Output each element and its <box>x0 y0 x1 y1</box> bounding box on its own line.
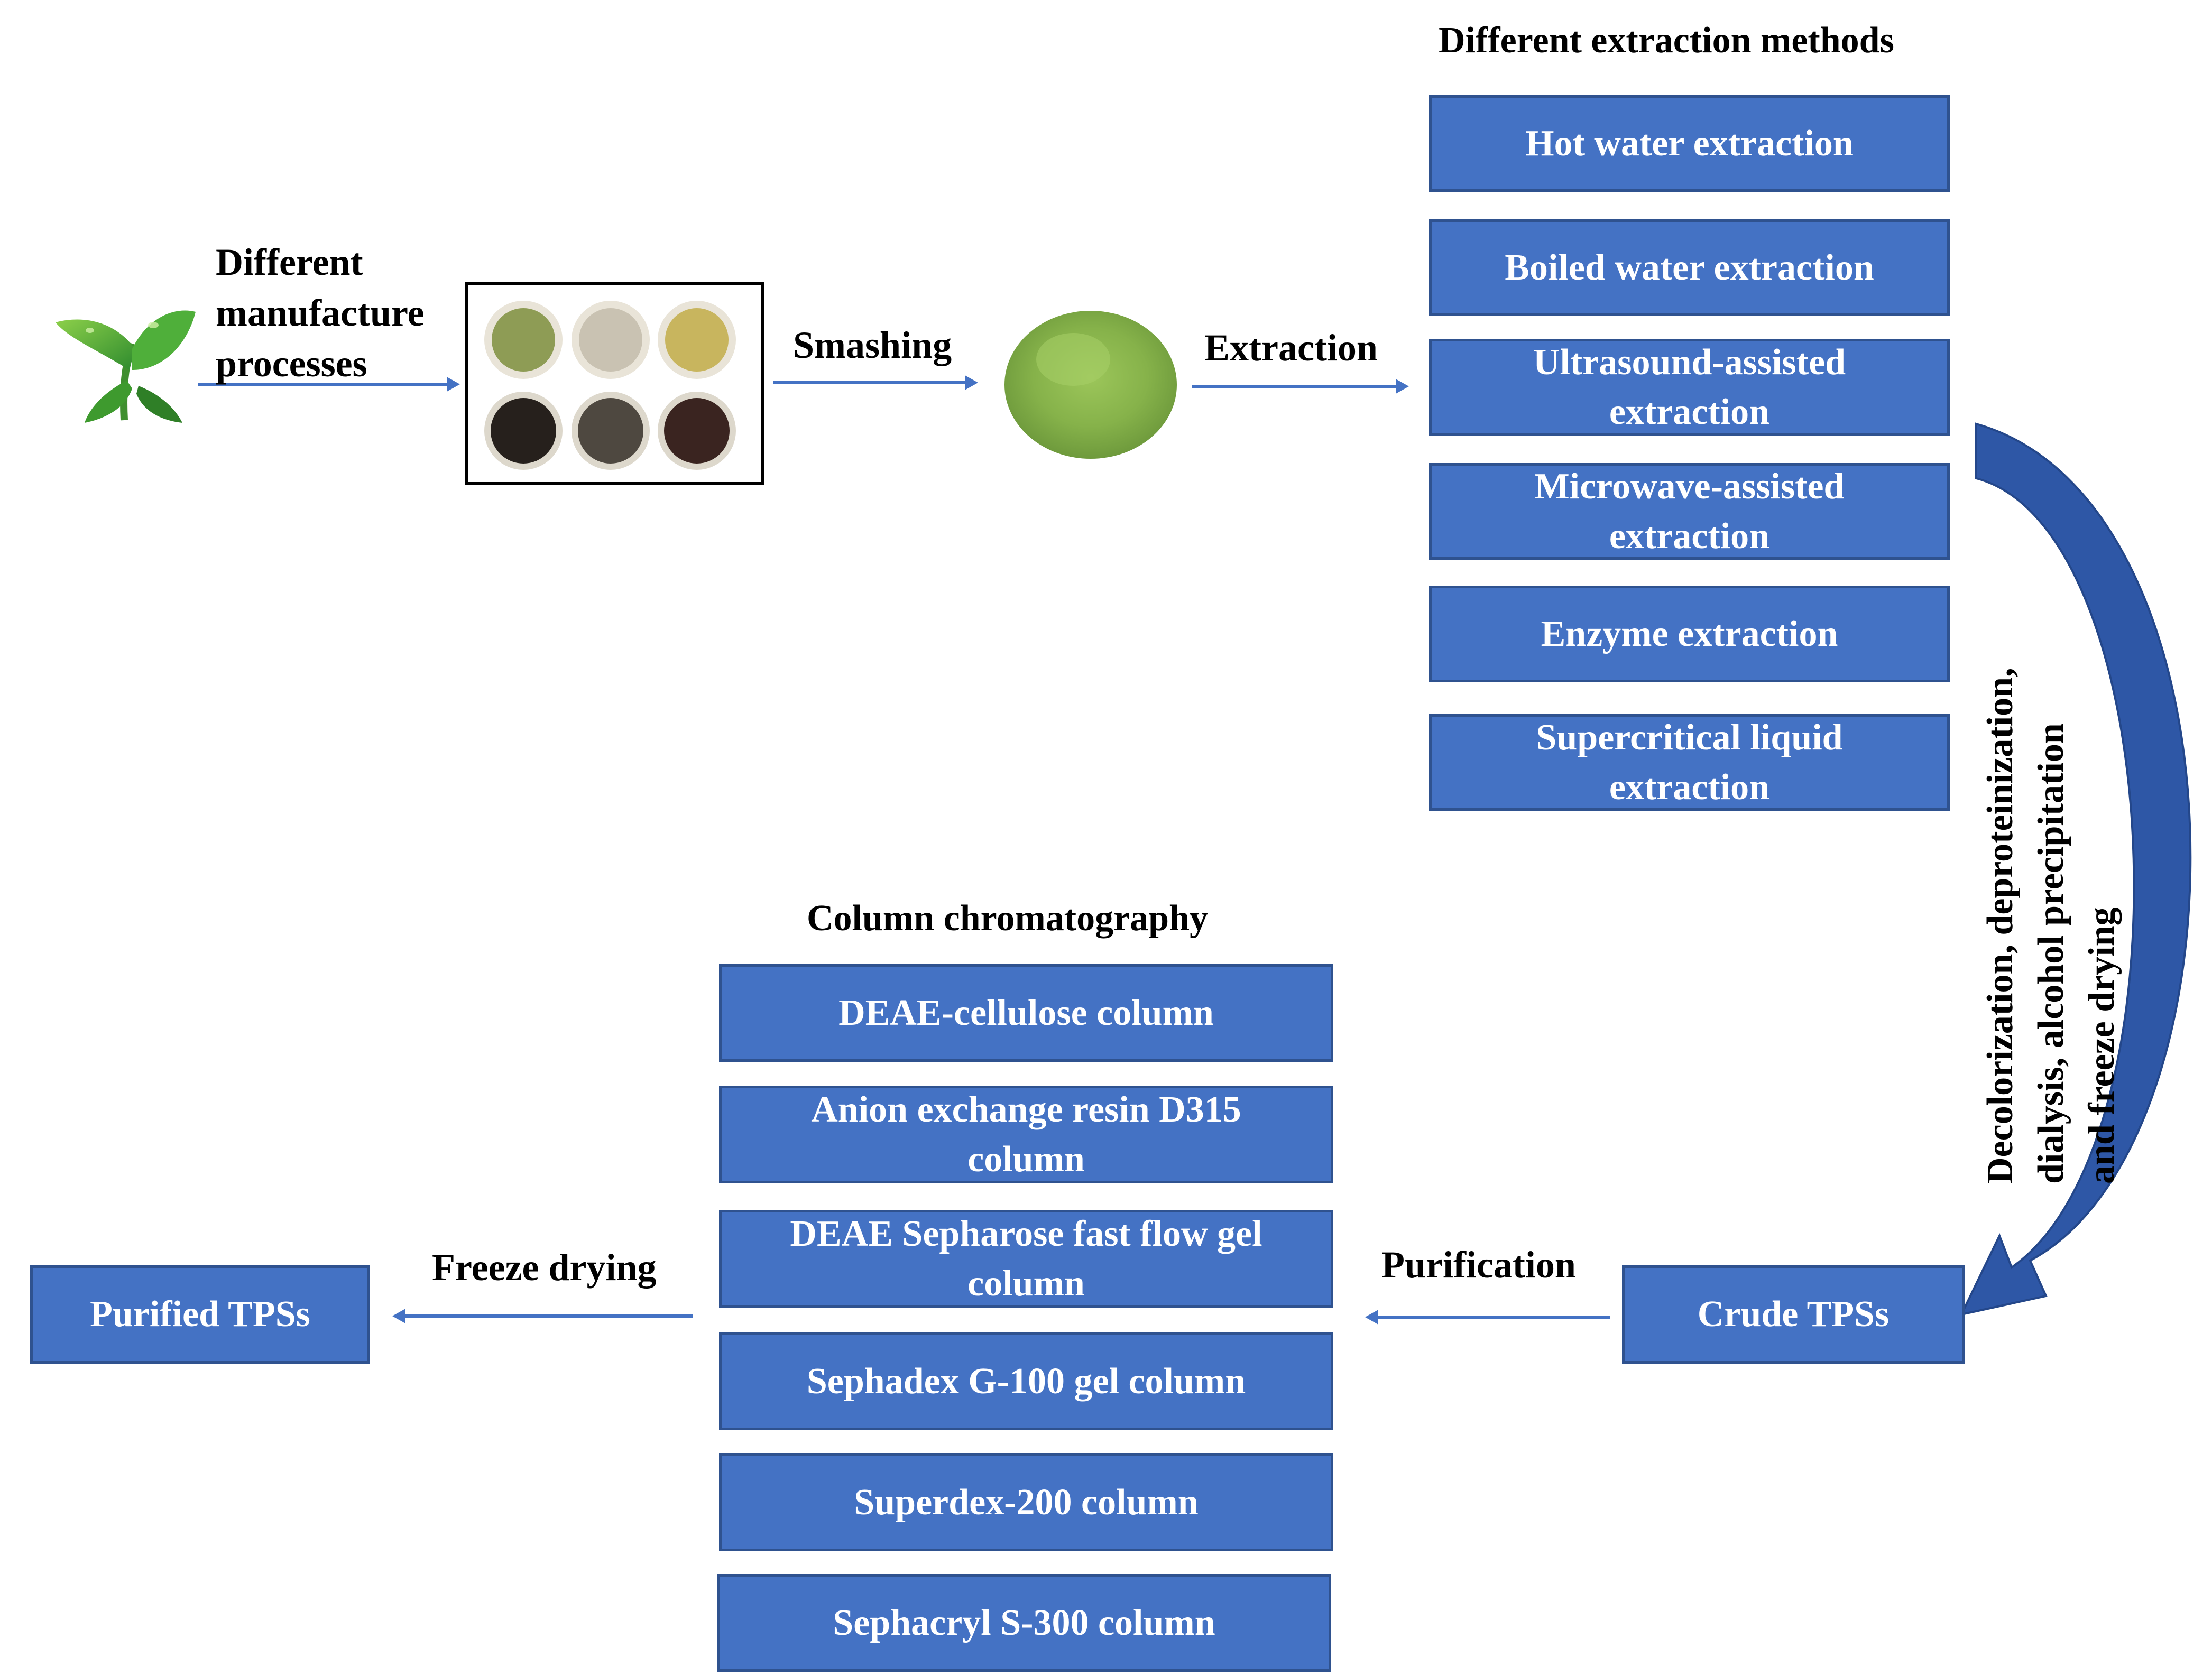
column-deae-cellulose: DEAE-cellulose column <box>719 964 1333 1062</box>
tea-samples-photo <box>465 282 764 485</box>
arrow-to-samples <box>198 377 460 392</box>
chromatography-title: Column chromatography <box>807 898 1209 939</box>
arrow-to-powder <box>773 375 978 390</box>
arrow-to-chromatography <box>1365 1310 1610 1325</box>
column-superdex: Superdex-200 column <box>719 1453 1333 1551</box>
column-sephadex: Sephadex G-100 gel column <box>719 1332 1333 1430</box>
method-boiled-water: Boiled water extraction <box>1429 219 1950 316</box>
method-hot-water: Hot water extraction <box>1429 95 1950 192</box>
smashing-label: Smashing <box>793 324 952 366</box>
method-enzyme: Enzyme extraction <box>1429 586 1950 682</box>
tea-leaf-icon <box>56 310 196 423</box>
purification-label: Purification <box>1381 1244 1576 1286</box>
column-sephacryl: Sephacryl S-300 column <box>717 1574 1331 1672</box>
arrow-to-purified <box>392 1309 693 1323</box>
extraction-label: Extraction <box>1204 327 1378 369</box>
tea-powder-photo <box>1004 311 1177 459</box>
arrow-to-extraction-methods <box>1192 379 1409 394</box>
manufacture-label: Different manufacture processes <box>216 241 425 385</box>
curved-arrow <box>1959 422 2192 1316</box>
processing-steps-text: Decolorization, deproteinization, dialys… <box>1980 668 2122 1184</box>
crude-tps-box: Crude TPSs <box>1622 1265 1965 1364</box>
purified-tps-box: Purified TPSs <box>30 1265 370 1364</box>
freeze-drying-label: Freeze drying <box>432 1246 657 1289</box>
extraction-methods-title: Different extraction methods <box>1439 20 1894 61</box>
